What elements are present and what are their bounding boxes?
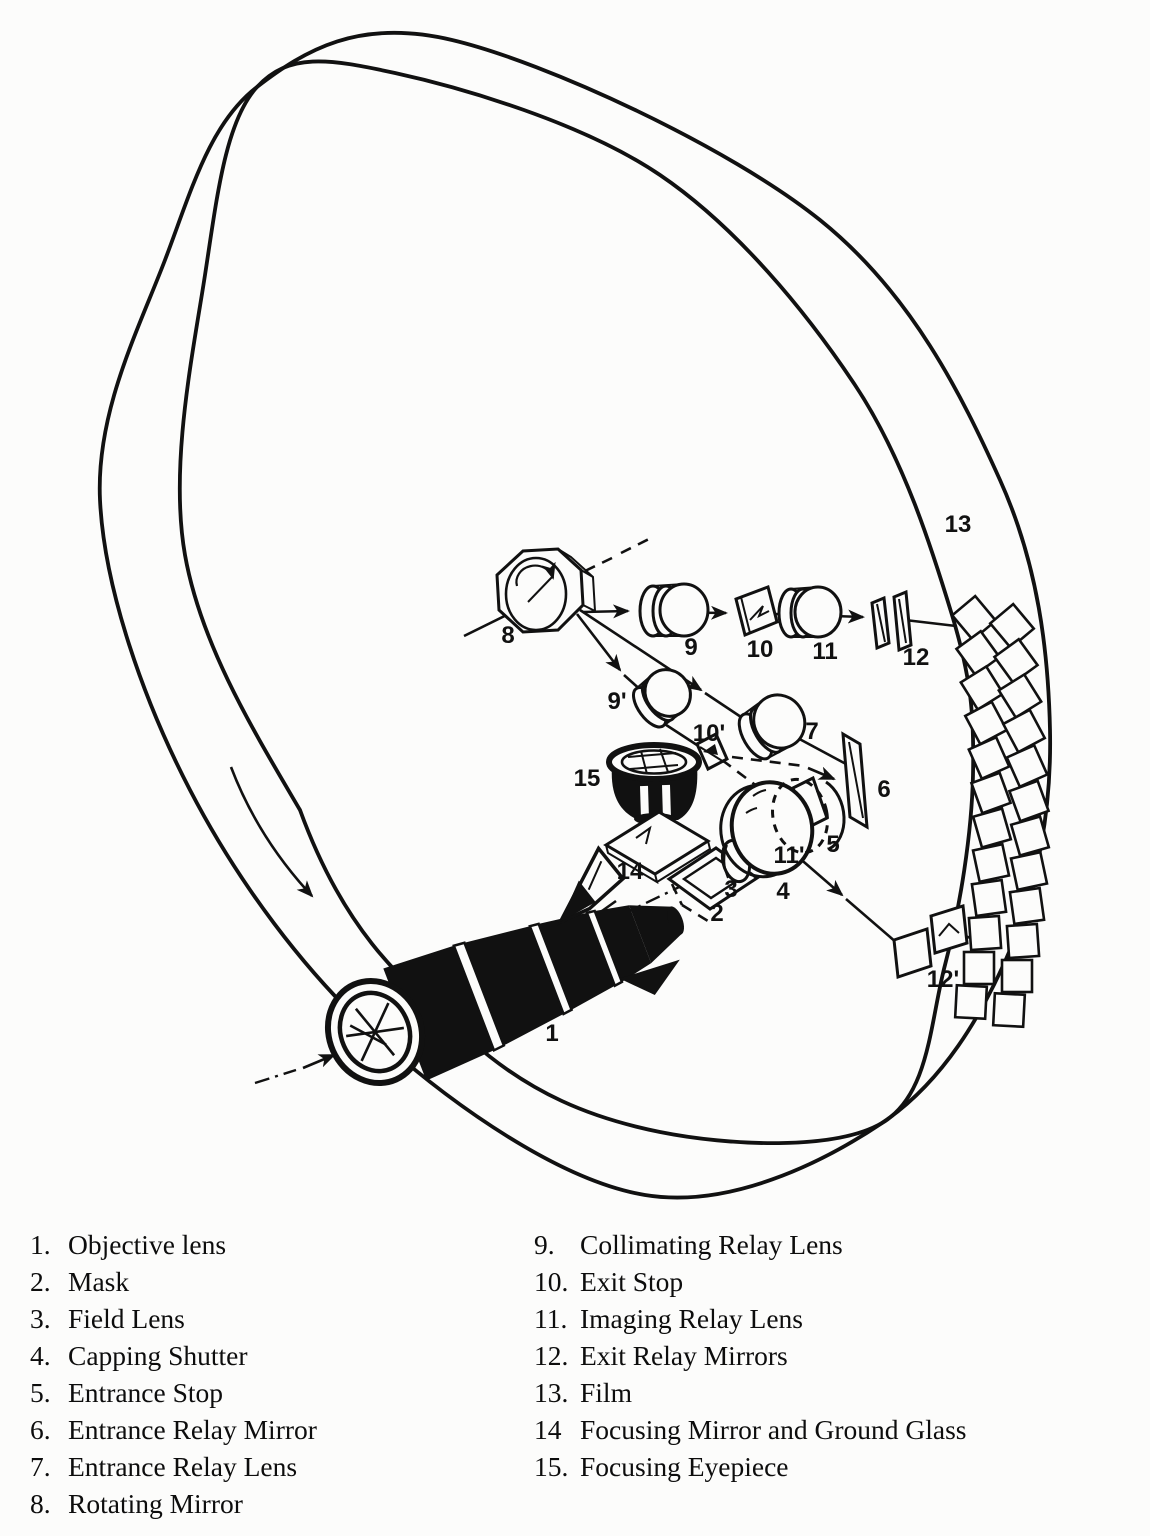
legend-num: 13. — [534, 1377, 569, 1408]
legend-left-column: 1. Objective lens 2. Mask 3. Field Lens 4. C… — [30, 1229, 317, 1525]
legend-item-12: 12. Exit Relay Mirrors — [534, 1340, 967, 1377]
legend-item-4: 4. Capping Shutter — [30, 1340, 317, 1377]
legend-item-6: 6. Entrance Relay Mirror — [30, 1414, 317, 1451]
legend-num: 12. — [534, 1340, 569, 1371]
legend-num: 10. — [534, 1266, 569, 1297]
drum-inner-rim — [177, 59, 976, 1145]
objective-lens — [324, 845, 685, 1087]
callout-5: 5 — [826, 831, 839, 858]
focusing-mirror-ground-glass — [603, 810, 712, 885]
entrance-relay-lens — [737, 693, 807, 761]
legend-item-13: 13. Film — [534, 1377, 967, 1414]
film-drum-ring — [97, 30, 1053, 1200]
callout-11: 11 — [812, 638, 837, 665]
legend-item-8: 8. Rotating Mirror — [30, 1488, 317, 1525]
legend-label: Focusing Mirror and Ground Glass — [580, 1414, 967, 1445]
legend-item-10: 10. Exit Stop — [534, 1266, 967, 1303]
legend-num: 6. — [30, 1414, 51, 1445]
legend-num: 7. — [30, 1451, 51, 1482]
legend-label: Entrance Relay Lens — [68, 1451, 298, 1482]
imaging-relay-lens-prime — [770, 777, 846, 855]
callout-8: 8 — [501, 622, 514, 649]
legend-right-column: 9. Collimating Relay Lens 10. Exit Stop 11… — [534, 1229, 967, 1488]
legend-label: Exit Relay Mirrors — [580, 1340, 788, 1371]
callout-14: 14 — [617, 858, 644, 885]
focusing-eyepiece — [606, 742, 702, 825]
optical-system-diagram: 1 2 3 4 5 6 7 8 9 9' 10 10' 11 11' 12 12… — [97, 30, 1053, 1200]
collimating-relay-lens — [638, 582, 710, 638]
callout-7: 7 — [805, 718, 818, 745]
legend-item-7: 7. Entrance Relay Lens — [30, 1451, 317, 1488]
callout-9-prime: 9' — [607, 688, 626, 715]
callout-1: 1 — [545, 1020, 558, 1047]
legend-item-14: 14 Focusing Mirror and Ground Glass — [534, 1414, 967, 1451]
legend-item-11: 11. Imaging Relay Lens — [534, 1303, 967, 1340]
exit-relay-mirrors-prime — [892, 904, 969, 980]
callout-10-prime: 10' — [693, 720, 725, 747]
legend-num: 3. — [30, 1303, 51, 1334]
legend-label: Capping Shutter — [68, 1340, 248, 1371]
legend-item-15: 15. Focusing Eyepiece — [534, 1451, 967, 1488]
legend-label: Imaging Relay Lens — [580, 1303, 803, 1334]
exit-stop-prime — [695, 731, 729, 772]
callout-labels: 1 2 3 4 5 6 7 8 9 9' 10 10' 11 11' 12 12… — [501, 511, 971, 1047]
legend-num: 4. — [30, 1340, 51, 1371]
legend-label: Collimating Relay Lens — [580, 1229, 843, 1260]
collimating-relay-lens-prime — [632, 668, 692, 729]
legend-num: 1. — [30, 1229, 51, 1260]
legend-item-5: 5. Entrance Stop — [30, 1377, 317, 1414]
legend-num: 9. — [534, 1229, 555, 1260]
objective-front-face — [324, 977, 426, 1087]
drum-outer-rim — [97, 30, 1053, 1200]
legend-label: Film — [580, 1377, 632, 1408]
exit-stop — [734, 585, 779, 638]
legend-label: Mask — [68, 1266, 130, 1297]
callout-4: 4 — [776, 878, 790, 905]
legend-label: Field Lens — [68, 1303, 185, 1334]
legend-label: Entrance Stop — [68, 1377, 224, 1408]
legend-num: 2. — [30, 1266, 51, 1297]
imaging-relay-lens — [777, 585, 843, 639]
callout-2: 2 — [710, 900, 723, 927]
callout-11-prime: 11' — [773, 842, 804, 869]
callout-9: 9 — [684, 634, 697, 661]
legend-label: Focusing Eyepiece — [580, 1451, 789, 1482]
legend-label: Entrance Relay Mirror — [68, 1414, 317, 1445]
exit-relay-mirrors — [870, 589, 913, 653]
legend-item-1: 1. Objective lens — [30, 1229, 317, 1266]
entrance-relay-mirror — [841, 731, 869, 830]
legend-item-2: 2. Mask — [30, 1266, 317, 1303]
legend-item-9: 9. Collimating Relay Lens — [534, 1229, 967, 1266]
callout-6: 6 — [877, 776, 890, 803]
callout-15: 15 — [574, 765, 601, 792]
callout-12-prime: 12' — [927, 966, 959, 993]
legend-num: 8. — [30, 1488, 51, 1519]
callout-13: 13 — [945, 511, 972, 538]
callout-12: 12 — [903, 644, 930, 671]
callout-3: 3 — [724, 876, 737, 903]
legend-num: 5. — [30, 1377, 51, 1408]
legend-item-3: 3. Field Lens — [30, 1303, 317, 1340]
film-strip-frames — [950, 594, 1051, 1029]
rotating-mirror — [495, 547, 596, 634]
legend-label: Exit Stop — [580, 1266, 684, 1297]
legend-num: 14 — [534, 1414, 562, 1445]
callout-10: 10 — [747, 636, 774, 663]
legend-label: Rotating Mirror — [68, 1488, 243, 1519]
legend-num: 15. — [534, 1451, 569, 1482]
drum-rotation-arrow — [229, 766, 314, 898]
legend-label: Objective lens — [68, 1229, 227, 1260]
legend-num: 11. — [534, 1303, 568, 1334]
